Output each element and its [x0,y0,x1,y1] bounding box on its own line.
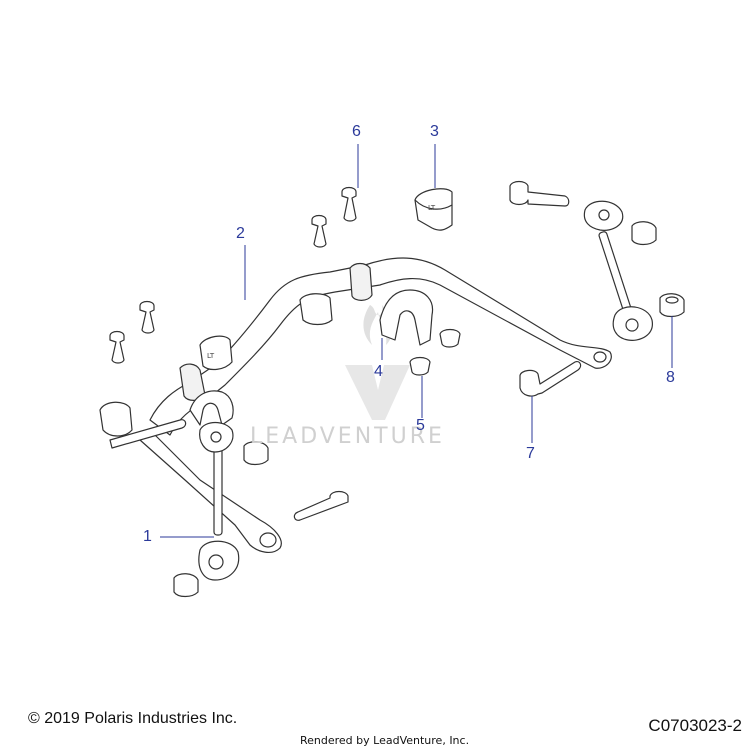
callout-6: 6 [352,123,361,140]
callout-3: 3 [430,123,439,140]
stabilizer-bar [139,257,612,554]
bolt [109,180,582,521]
bushing-clamp [189,289,434,426]
callout-5: 5 [416,417,425,434]
watermark-text: LEADVENTURE [250,424,445,449]
nut [173,221,685,598]
diagram-code: C0703023-2 [648,716,742,735]
bushing-mark: LT [207,352,215,360]
small-bushing [409,328,461,376]
callout-2: 2 [236,225,245,242]
callout-4: 4 [374,363,383,380]
callout-8: 8 [666,369,675,386]
bushing: LT LT [99,188,453,437]
stabilizer-link [198,200,653,581]
bushing-mark: LT [428,204,436,212]
callout-7: 7 [526,445,535,462]
rendered-by-text: Rendered by LeadVenture, Inc. [300,734,470,747]
callout-1: 1 [143,528,152,545]
copyright-text: © 2019 Polaris Industries Inc. [28,710,238,727]
leader-lines [160,144,673,538]
push-pin [109,186,357,364]
